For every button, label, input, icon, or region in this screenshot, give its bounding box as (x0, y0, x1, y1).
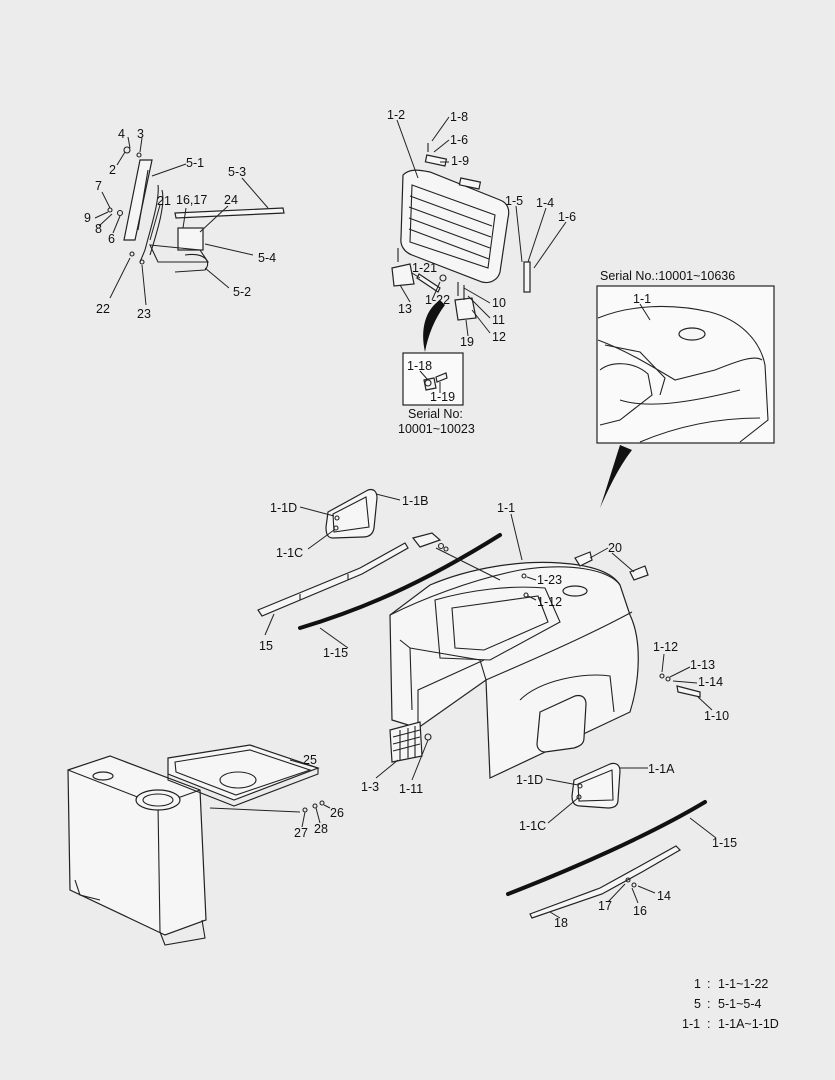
label-6: 6 (108, 232, 115, 246)
label-15a: 15 (259, 639, 273, 653)
label-1-1D-bottom: 1-1D (516, 773, 543, 787)
legend-sep-1: : (707, 977, 710, 991)
serial-top-label: Serial No.:10001~10636 (600, 269, 735, 283)
grille-door-assembly (391, 116, 567, 337)
label-10: 10 (492, 296, 506, 310)
label-5-4: 5-4 (258, 251, 276, 265)
label-18: 18 (554, 916, 568, 930)
label-1-15b: 1-15 (712, 836, 737, 850)
label-22: 22 (96, 302, 110, 316)
label-1-1D-top: 1-1D (270, 501, 297, 515)
label-1-23: 1-23 (537, 573, 562, 587)
inset-serial-small: 1-18 1-19 Serial No: 10001~10023 (398, 352, 475, 436)
lever-labels: 4 3 2 5-1 7 5-3 9 8 6 21 16,17 24 5-4 5-… (84, 127, 276, 321)
label-3: 3 (137, 127, 144, 141)
legend-value-1: 1-1~1-22 (718, 977, 768, 991)
serial-small-line2: 10001~10023 (398, 422, 475, 436)
label-28: 28 (314, 822, 328, 836)
legend-value-3: 1-1A~1-1D (718, 1017, 779, 1031)
legend: 1 : 1-1~1-22 5 : 5-1~5-4 1-1 : 1-1A~1-1D (682, 977, 779, 1031)
label-1-4: 1-4 (536, 196, 554, 210)
label-14: 14 (657, 889, 671, 903)
label-1-14: 1-14 (698, 675, 723, 689)
fuel-tank-and-floor (67, 744, 331, 946)
label-1-6b: 1-6 (558, 210, 576, 224)
label-1-10: 1-10 (704, 709, 729, 723)
label-1-21: 1-21 (412, 261, 437, 275)
label-1-19: 1-19 (430, 390, 455, 404)
label-4: 4 (118, 127, 125, 141)
label-17: 17 (598, 899, 612, 913)
label-13: 13 (398, 302, 412, 316)
label-1-1-inset: 1-1 (633, 292, 651, 306)
label-5-2: 5-2 (233, 285, 251, 299)
pointer-arrow (423, 300, 445, 352)
label-5-1: 5-1 (186, 156, 204, 170)
label-1-9: 1-9 (451, 154, 469, 168)
label-24: 24 (224, 193, 238, 207)
label-1-11: 1-11 (399, 782, 423, 796)
label-1-5: 1-5 (505, 194, 523, 208)
grille-labels: 1-2 1-8 1-6 1-9 1-5 1-4 1-6 1-21 1-22 10… (387, 108, 576, 349)
label-1-12b: 1-12 (653, 640, 678, 654)
label-1-8: 1-8 (450, 110, 468, 124)
label-5-3: 5-3 (228, 165, 246, 179)
label-1-15a: 1-15 (323, 646, 348, 660)
label-1-1A: 1-1A (648, 762, 675, 776)
legend-row-2: 5 : 5-1~5-4 (694, 997, 761, 1011)
legend-key-3: 1-1 (682, 1017, 700, 1031)
label-1-1B: 1-1B (402, 494, 428, 508)
label-11: 11 (492, 313, 505, 327)
label-16: 16 (633, 904, 647, 918)
label-21: 21 (157, 194, 171, 208)
label-1-3: 1-3 (361, 780, 379, 794)
label-26: 26 (330, 806, 344, 820)
label-1-6a: 1-6 (450, 133, 468, 147)
pointer-arrow-2 (600, 445, 632, 508)
legend-key-1: 1 (694, 977, 701, 991)
legend-row-3: 1-1 : 1-1A~1-1D (682, 1017, 779, 1031)
inset-serial-top: Serial No.:10001~10636 1-1 (596, 269, 775, 444)
label-1-18: 1-18 (407, 359, 432, 373)
label-19: 19 (460, 335, 474, 349)
label-1-1: 1-1 (497, 501, 515, 515)
rails-and-strips (257, 513, 717, 919)
label-9: 9 (84, 211, 91, 225)
label-1-2: 1-2 (387, 108, 405, 122)
legend-sep-3: : (707, 1017, 710, 1031)
grille-panel (375, 721, 432, 781)
label-2: 2 (109, 163, 116, 177)
legend-key-2: 5 (694, 997, 701, 1011)
label-25: 25 (303, 753, 317, 767)
label-1-13: 1-13 (690, 658, 715, 672)
cab-labels: 1-1D 1-1B 1-1C 1-1 20 1-23 1-12 15 1-15 … (259, 494, 737, 930)
label-23: 23 (137, 307, 151, 321)
window-panels (299, 488, 648, 824)
label-7: 7 (95, 179, 102, 193)
label-1-22: 1-22 (425, 293, 450, 307)
label-20: 20 (608, 541, 622, 555)
label-16-17: 16,17 (176, 193, 207, 207)
legend-row-1: 1 : 1-1~1-22 (694, 977, 768, 991)
label-12: 12 (492, 330, 506, 344)
label-27: 27 (294, 826, 308, 840)
cab-shell (389, 561, 639, 779)
legend-value-2: 5-1~5-4 (718, 997, 761, 1011)
label-1-12a: 1-12 (537, 595, 562, 609)
legend-sep-2: : (707, 997, 710, 1011)
label-1-1C-top: 1-1C (276, 546, 303, 560)
serial-small-line1: Serial No: (408, 407, 463, 421)
label-1-1C-bottom: 1-1C (519, 819, 546, 833)
lever-assembly (94, 136, 285, 306)
label-8: 8 (95, 222, 102, 236)
